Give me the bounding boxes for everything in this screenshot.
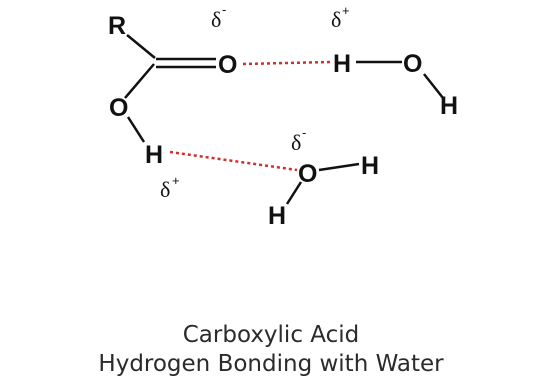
svg-text:+: + (342, 3, 350, 18)
atom-water1-oxygen: O (403, 50, 422, 78)
charge-water1-hydrogen: δ + (331, 3, 350, 32)
svg-text:δ: δ (160, 177, 170, 202)
bond-r-carbon (126, 34, 156, 59)
atom-water2-oxygen: O (298, 160, 317, 188)
atom-carbonyl-oxygen: O (218, 51, 237, 79)
svg-text:-: - (222, 2, 226, 17)
atom-water2-lower-hydrogen: H (268, 202, 286, 230)
atom-hydroxyl-oxygen: O (109, 94, 128, 122)
atom-water2-right-hydrogen: H (361, 152, 379, 180)
atom-water1-bonded-hydrogen: H (333, 50, 351, 78)
atom-acid-hydrogen: H (145, 141, 163, 169)
svg-text:δ: δ (331, 7, 341, 32)
bond-water2-oxygen-right-hydrogen (318, 162, 360, 172)
bond-hydroxyl-oxygen-hydrogen (126, 116, 146, 143)
hydrogen-bond-acid-h-water (169, 150, 298, 172)
bond-carbon-hydroxyl-oxygen (124, 63, 155, 99)
svg-text:+: + (172, 173, 180, 188)
caption-subtitle: Hydrogen Bonding with Water (98, 351, 444, 377)
hydrogen-bond-carbonyl-water (242, 60, 331, 66)
svg-text:-: - (302, 125, 306, 140)
svg-text:δ: δ (211, 7, 221, 32)
atom-water1-other-hydrogen: H (440, 92, 458, 120)
atom-r: R (108, 12, 126, 40)
bond-water2-oxygen-lower-hydrogen (285, 181, 303, 205)
charge-water2-oxygen: δ - (291, 125, 306, 155)
charge-acid-hydrogen: δ + (160, 173, 180, 202)
caption-title: Carboxylic Acid (182, 322, 360, 348)
charge-carbonyl-oxygen: δ - (211, 2, 226, 32)
svg-text:δ: δ (291, 130, 301, 155)
bond-water1-oxygen-hydrogen (423, 73, 444, 99)
